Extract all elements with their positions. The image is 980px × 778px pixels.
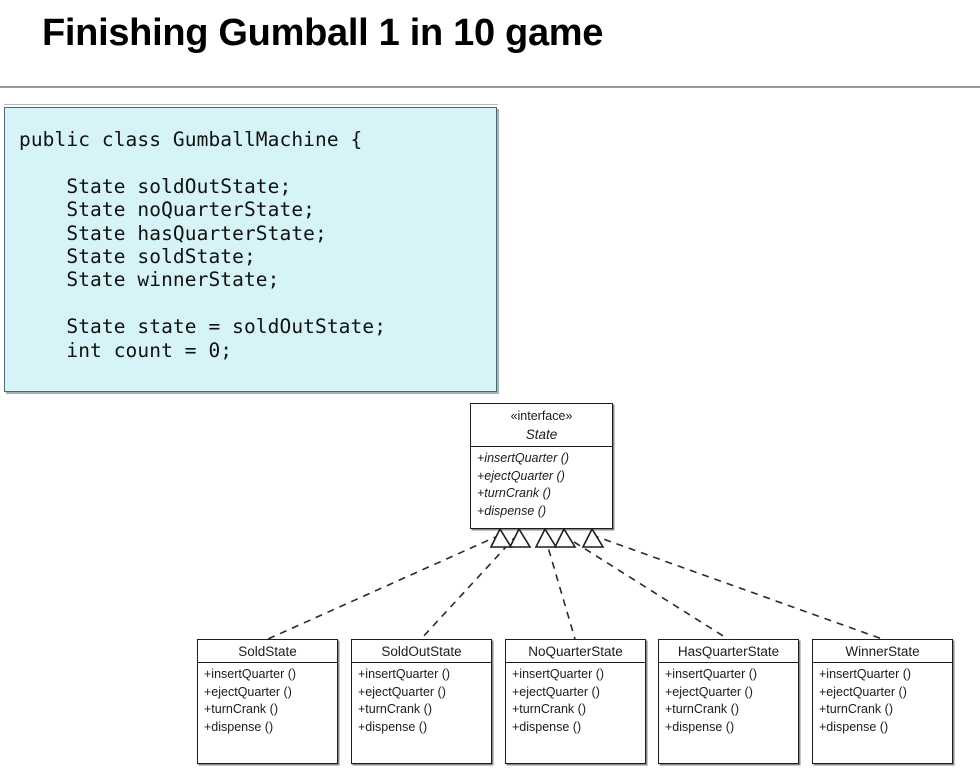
uml-class-header: HasQuarterState xyxy=(659,640,798,663)
uml-class-hasquarterstate[interactable]: HasQuarterState +insertQuarter () +eject… xyxy=(658,639,799,764)
uml-class-name: State xyxy=(525,427,558,442)
uml-method: +insertQuarter () xyxy=(512,667,605,681)
uml-method: +dispense () xyxy=(665,719,735,734)
uml-method: +dispense () xyxy=(512,719,582,734)
title-divider xyxy=(0,86,980,88)
arrowhead-soldstate xyxy=(489,527,513,548)
arrowhead-winnerstate xyxy=(581,527,605,548)
uml-method-list: +insertQuarter () +ejectQuarter () +turn… xyxy=(813,663,952,736)
uml-stereotype-label: «interface» xyxy=(510,409,573,423)
uml-class-header: WinnerState xyxy=(813,640,952,663)
uml-method-list: +insertQuarter () +ejectQuarter () +turn… xyxy=(506,663,645,736)
title-divider-shadow xyxy=(4,104,498,105)
uml-method: +ejectQuarter () xyxy=(819,684,907,699)
code-text: public class GumballMachine { State sold… xyxy=(19,128,387,362)
arrowhead-soldoutstate xyxy=(508,527,532,548)
code-block: public class GumballMachine { State sold… xyxy=(4,107,497,392)
uml-class-winnerstate[interactable]: WinnerState +insertQuarter () +ejectQuar… xyxy=(812,639,953,764)
uml-class-diagram: «interface» State +insertQuarter () +eje… xyxy=(0,395,980,778)
uml-method: +turnCrank () xyxy=(477,486,551,500)
uml-class-header: SoldState xyxy=(198,640,337,663)
realization-line-soldstate xyxy=(267,534,501,640)
uml-class-name: WinnerState xyxy=(845,644,920,659)
arrowhead-hasquarterstate xyxy=(553,527,577,548)
realization-line-soldoutstate xyxy=(420,534,518,640)
uml-method-list: +insertQuarter () +ejectQuarter () +turn… xyxy=(659,663,798,736)
uml-class-name: SoldState xyxy=(238,644,297,659)
uml-class-soldstate[interactable]: SoldState +insertQuarter () +ejectQuarte… xyxy=(197,639,338,764)
uml-method: +ejectQuarter () xyxy=(665,684,753,699)
realization-arrowheads xyxy=(489,527,605,548)
uml-method: +turnCrank () xyxy=(512,702,586,716)
uml-method-list: +insertQuarter () +ejectQuarter () +turn… xyxy=(352,663,491,736)
uml-class-name: SoldOutState xyxy=(381,644,462,659)
uml-class-state-interface[interactable]: «interface» State +insertQuarter () +eje… xyxy=(470,403,613,529)
uml-method: +dispense () xyxy=(358,719,428,734)
realization-line-noquarterstate xyxy=(544,536,576,640)
realization-line-hasquarterstate xyxy=(562,534,729,640)
uml-class-header: NoQuarterState xyxy=(506,640,645,663)
uml-method: +ejectQuarter () xyxy=(512,684,600,699)
uml-class-header: «interface» State xyxy=(471,404,612,447)
uml-method-list: +insertQuarter () +ejectQuarter () +turn… xyxy=(198,663,337,736)
uml-class-noquarterstate[interactable]: NoQuarterState +insertQuarter () +ejectQ… xyxy=(505,639,646,764)
uml-method: +dispense () xyxy=(819,719,889,734)
uml-method: +ejectQuarter () xyxy=(358,684,446,699)
realization-line-winnerstate xyxy=(591,534,883,640)
page-title: Finishing Gumball 1 in 10 game xyxy=(42,12,604,54)
arrowhead-noquarterstate xyxy=(534,527,558,548)
uml-method: +insertQuarter () xyxy=(819,667,912,681)
uml-class-header: SoldOutState xyxy=(352,640,491,663)
realization-lines xyxy=(267,534,883,640)
uml-method: +insertQuarter () xyxy=(204,667,297,681)
uml-method: +ejectQuarter () xyxy=(477,468,565,483)
uml-method: +turnCrank () xyxy=(204,702,278,716)
uml-method: +insertQuarter () xyxy=(477,451,570,465)
uml-method: +turnCrank () xyxy=(819,702,893,716)
uml-connectors xyxy=(267,527,883,640)
uml-method: +dispense () xyxy=(477,503,547,518)
uml-method: +ejectQuarter () xyxy=(204,684,292,699)
uml-method: +dispense () xyxy=(204,719,274,734)
uml-class-name: HasQuarterState xyxy=(677,644,780,659)
uml-method: +insertQuarter () xyxy=(665,667,758,681)
uml-method-list: +insertQuarter () +ejectQuarter () +turn… xyxy=(471,447,612,520)
uml-method: +turnCrank () xyxy=(358,702,432,716)
uml-method: +insertQuarter () xyxy=(358,667,451,681)
uml-method: +turnCrank () xyxy=(665,702,739,716)
uml-class-soldoutstate[interactable]: SoldOutState +insertQuarter () +ejectQua… xyxy=(351,639,492,764)
uml-class-name: NoQuarterState xyxy=(528,644,623,659)
